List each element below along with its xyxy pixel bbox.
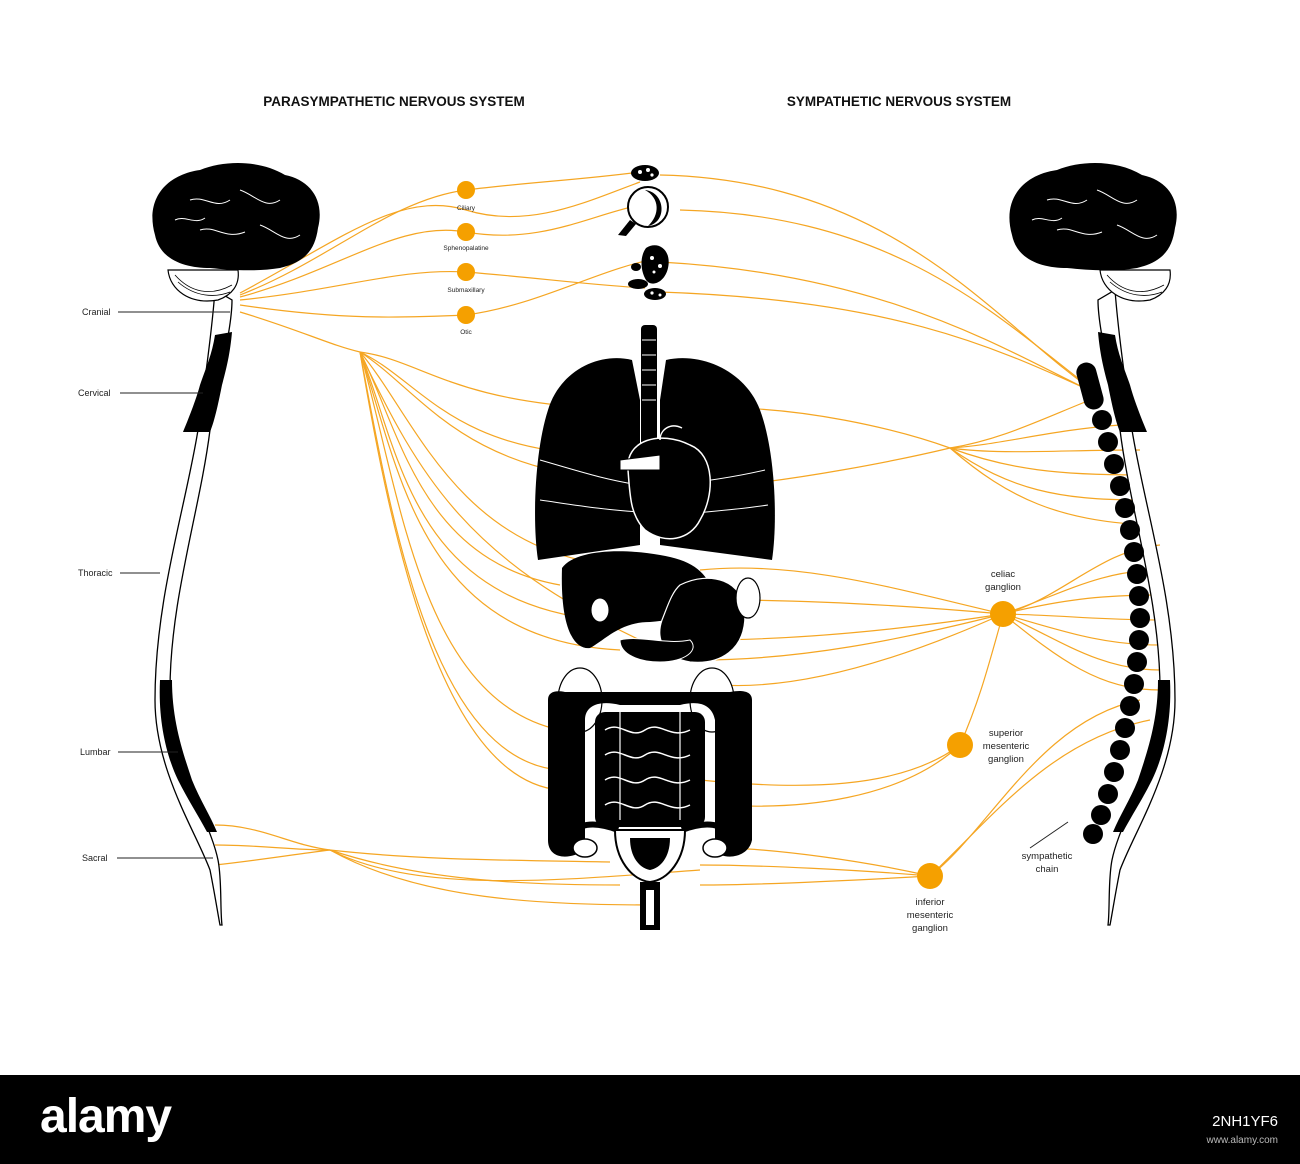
label-sphenopalatine: Sphenopalatine [443, 245, 489, 252]
label-chain-1: sympathetic [1022, 851, 1073, 862]
label-cranial: Cranial [82, 307, 111, 317]
sympathetic-chain-beads [1076, 362, 1150, 844]
label-superior-1: superior [989, 728, 1023, 739]
label-superior-3: ganglion [988, 754, 1024, 765]
salivary-glands-icon [628, 245, 669, 300]
label-thoracic: Thoracic [78, 568, 113, 578]
superior-mesenteric-ganglion [947, 732, 973, 758]
label-otic: Otic [460, 329, 472, 336]
label-celiac-2: ganglion [985, 582, 1021, 593]
label-cervical: Cervical [78, 388, 111, 398]
heart-icon [627, 437, 711, 540]
sphenopalatine-ganglion [457, 223, 475, 241]
label-superior-2: mesenteric [983, 741, 1030, 752]
label-inferior-1: inferior [915, 897, 944, 908]
lacrimal-gland-icon [631, 165, 659, 181]
inferior-mesenteric-ganglion [917, 863, 943, 889]
spine-section-labels: Cranial Cervical Thoracic Lumbar Sacral [78, 307, 230, 863]
celiac-ganglion [990, 601, 1016, 627]
ciliary-ganglion [457, 181, 475, 199]
spleen-icon [735, 577, 761, 619]
label-inferior-2: mesenteric [907, 910, 954, 921]
right-spinal-cord [1009, 163, 1177, 926]
cranial-ganglia: Ciliary Sphenopalatine Submaxillary Otic [443, 181, 489, 336]
footer-bar: alamy 2NH1YF6 www.alamy.com [0, 1075, 1300, 1164]
site-url: www.alamy.com [1206, 1135, 1279, 1146]
left-spinal-cord [152, 163, 320, 926]
label-ciliary: Ciliary [457, 205, 476, 212]
label-submaxillary: Submaxillary [447, 287, 485, 294]
label-chain-2: chain [1036, 864, 1059, 875]
label-lumbar: Lumbar [80, 747, 111, 757]
small-intestine-icon [595, 712, 705, 827]
label-inferior-3: ganglion [912, 923, 948, 934]
label-sacral: Sacral [82, 853, 108, 863]
nervous-system-diagram: PARASYMPATHETIC NERVOUS SYSTEM SYMPATHET… [78, 94, 1177, 934]
eye-icon [618, 186, 669, 236]
uterus-icon [568, 821, 732, 930]
gallbladder-icon [590, 597, 610, 623]
liver-icon [561, 551, 712, 649]
alamy-logo: alamy [40, 1090, 172, 1143]
head-organs [618, 165, 669, 300]
sympathetic-title: SYMPATHETIC NERVOUS SYSTEM [787, 94, 1011, 109]
submaxillary-ganglion [457, 263, 475, 281]
torso-organs [535, 325, 775, 930]
pancreas-icon [619, 638, 694, 663]
otic-ganglion [457, 306, 475, 324]
label-celiac-1: celiac [991, 569, 1016, 580]
parasympathetic-title: PARASYMPATHETIC NERVOUS SYSTEM [263, 94, 525, 109]
sympathetic-ganglia: celiac ganglion superior mesenteric gang… [907, 569, 1073, 934]
image-id: 2NH1YF6 [1212, 1113, 1278, 1130]
